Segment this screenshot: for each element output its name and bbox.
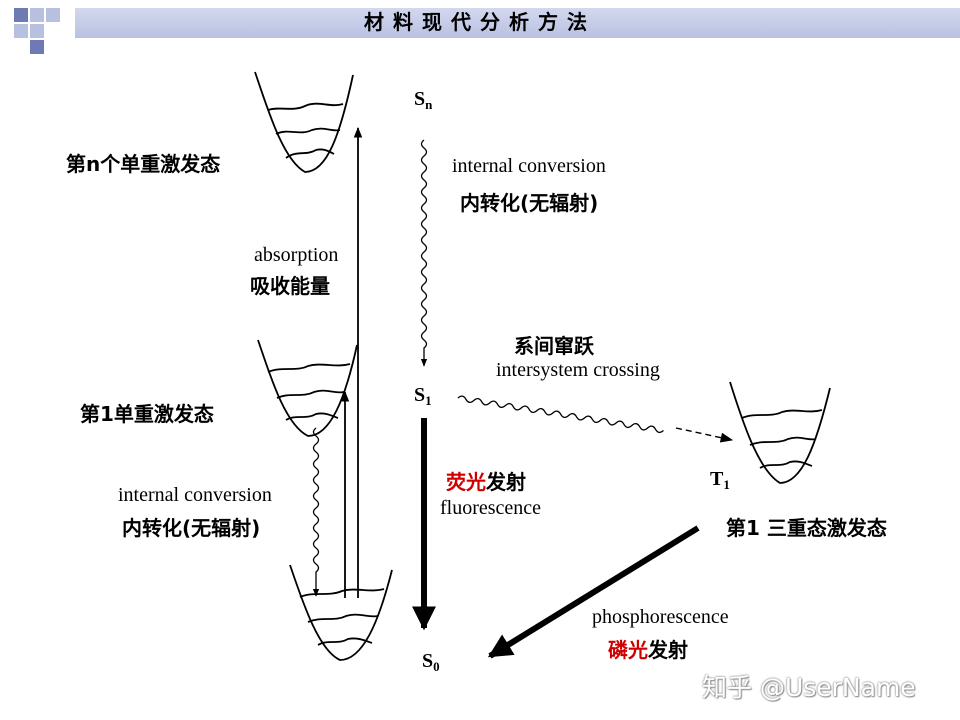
t1-potential-well [729, 381, 831, 484]
label-ic-left-en: internal conversion [118, 484, 272, 506]
page-title: 材料现代分析方法 [364, 10, 596, 34]
label-phosphorescence-cn: 磷光发射 [608, 638, 688, 662]
label-isc-cn: 系间窜跃 [514, 334, 594, 358]
decor-square [30, 40, 44, 54]
label-absorption-en: absorption [254, 244, 339, 266]
label-ic-top-cn: 内转化(无辐射) [460, 191, 599, 215]
internal-conversion-wave-left [312, 427, 320, 597]
label-fluorescence-en: fluorescence [440, 497, 542, 519]
phosphorescence-arrow [487, 525, 700, 659]
state-t1: T1 [710, 468, 730, 492]
state-sn: Sn [414, 88, 433, 112]
label-absorption-cn: 吸收能量 [250, 274, 330, 298]
header-bar: 材料现代分析方法 [0, 0, 960, 54]
s1-potential-well [257, 339, 358, 437]
intersystem-crossing-arrowhead [675, 427, 734, 443]
label-nth-singlet: 第n个单重激发态 [66, 152, 221, 176]
sn-potential-well [254, 71, 354, 173]
label-ic-left-cn: 内转化(无辐射) [122, 516, 261, 540]
label-first-triplet: 第1 三重态激发态 [726, 516, 887, 540]
decor-square [30, 24, 44, 38]
label-phosphorescence-en: phosphorescence [592, 606, 729, 628]
label-ic-top-en: internal conversion [452, 155, 606, 177]
decor-square [14, 8, 28, 22]
label-fluorescence-cn: 荧光发射 [446, 470, 526, 494]
label-isc-en: intersystem crossing [496, 359, 660, 381]
label-first-singlet: 第1单重激发态 [80, 402, 214, 426]
state-s0: S0 [422, 650, 440, 674]
intersystem-crossing-wave [457, 395, 664, 434]
decor-square [46, 8, 60, 22]
state-s1: S1 [414, 384, 432, 408]
decor-square [30, 8, 44, 22]
watermark: 知乎 @UserName [702, 673, 916, 702]
s0-potential-well [289, 564, 393, 661]
title-band [75, 8, 960, 38]
internal-conversion-wave-top [420, 139, 428, 367]
decor-square [14, 24, 28, 38]
